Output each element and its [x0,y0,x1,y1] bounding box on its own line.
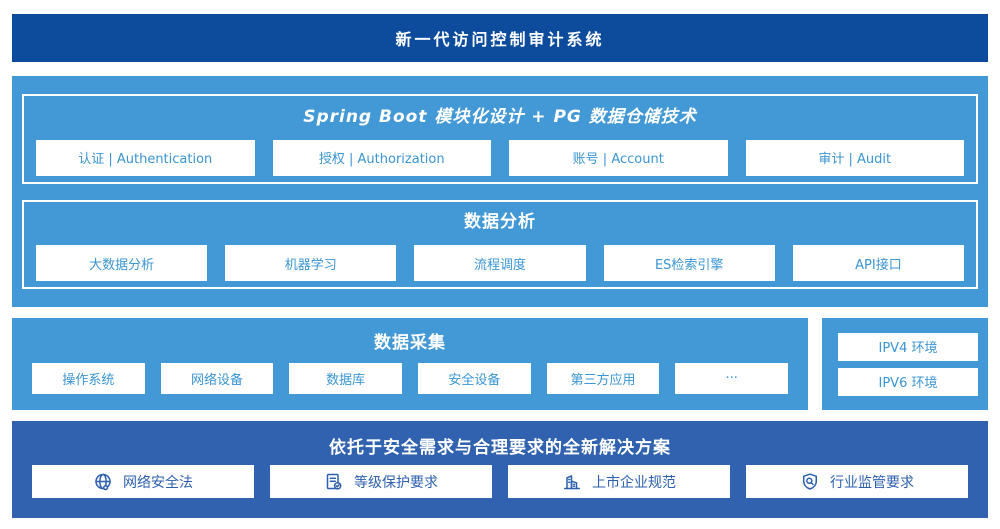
analysis-row: 大数据分析 机器学习 流程调度 ES检索引擎 API接口 [36,245,965,282]
globe-icon [95,473,111,490]
module-box-authorization: 授权 | Authorization [272,139,491,176]
analysis-box-bigdata: 大数据分析 [36,245,208,282]
collection-section: 数据采集 操作系统 网络设备 数据库 安全设备 第三方应用 ··· [12,318,808,410]
platform-section: Spring Boot 模块化设计 + PG 数据仓储技术 认证 | Authe… [12,76,988,307]
analysis-box-api: API接口 [792,245,965,282]
solution-box-classified-protection: 等级保护要求 [270,465,492,498]
solution-box-industry-supervision: 行业监管要求 [746,465,968,498]
modules-row: 认证 | Authentication 授权 | Authorization 账… [36,139,964,176]
collection-box-security-device: 安全设备 [418,363,531,394]
module-box-account: 账号 | Account [509,139,728,176]
collection-box-third-party: 第三方应用 [546,363,660,394]
solution-label: 行业监管要求 [830,474,914,491]
solution-label: 网络安全法 [123,474,193,491]
modules-panel-title: Spring Boot 模块化设计 + PG 数据仓储技术 [303,106,697,127]
analysis-panel-title: 数据分析 [464,212,536,233]
collection-box-database: 数据库 [289,363,403,394]
solution-title: 依托于安全需求与合理要求的全新解决方案 [329,438,671,458]
solution-items-row: 网络安全法 等级保护要求 上市企业规范 [32,465,968,498]
collection-items-row: 操作系统 网络设备 数据库 安全设备 第三方应用 ··· [32,363,789,394]
collection-box-network-device: 网络设备 [160,363,274,394]
env-box-ipv4: IPV4 环境 [838,332,978,361]
analysis-box-es: ES检索引擎 [603,245,775,282]
module-box-audit: 审计 | Audit [745,139,964,176]
top-banner: 新一代访问控制审计系统 [12,14,988,62]
solution-box-cybersecurity-law: 网络安全法 [32,465,254,498]
solution-section: 依托于安全需求与合理要求的全新解决方案 网络安全法 等级保护要求 [12,421,988,518]
document-check-icon [326,473,342,490]
solution-label: 上市企业规范 [592,474,676,491]
analysis-box-scheduling: 流程调度 [414,245,586,282]
modules-panel: Spring Boot 模块化设计 + PG 数据仓储技术 认证 | Authe… [22,94,978,184]
building-icon [564,474,580,489]
collection-box-more: ··· [675,363,789,394]
shield-magnifier-icon [802,472,818,490]
solution-label: 等级保护要求 [354,474,438,491]
module-box-authentication: 认证 | Authentication [36,139,255,176]
solution-box-listed-company: 上市企业规范 [508,465,730,498]
env-box-ipv6: IPV6 环境 [838,367,978,396]
collection-title: 数据采集 [374,333,446,353]
system-title: 新一代访问控制审计系统 [395,30,605,49]
analysis-panel: 数据分析 大数据分析 机器学习 流程调度 ES检索引擎 API接口 [22,199,978,289]
environment-section: IPV4 环境 IPV6 环境 [822,318,988,410]
collection-row: 数据采集 操作系统 网络设备 数据库 安全设备 第三方应用 ··· IPV4 环… [12,318,988,410]
analysis-box-ml: 机器学习 [225,245,397,282]
collection-box-os: 操作系统 [32,363,145,394]
